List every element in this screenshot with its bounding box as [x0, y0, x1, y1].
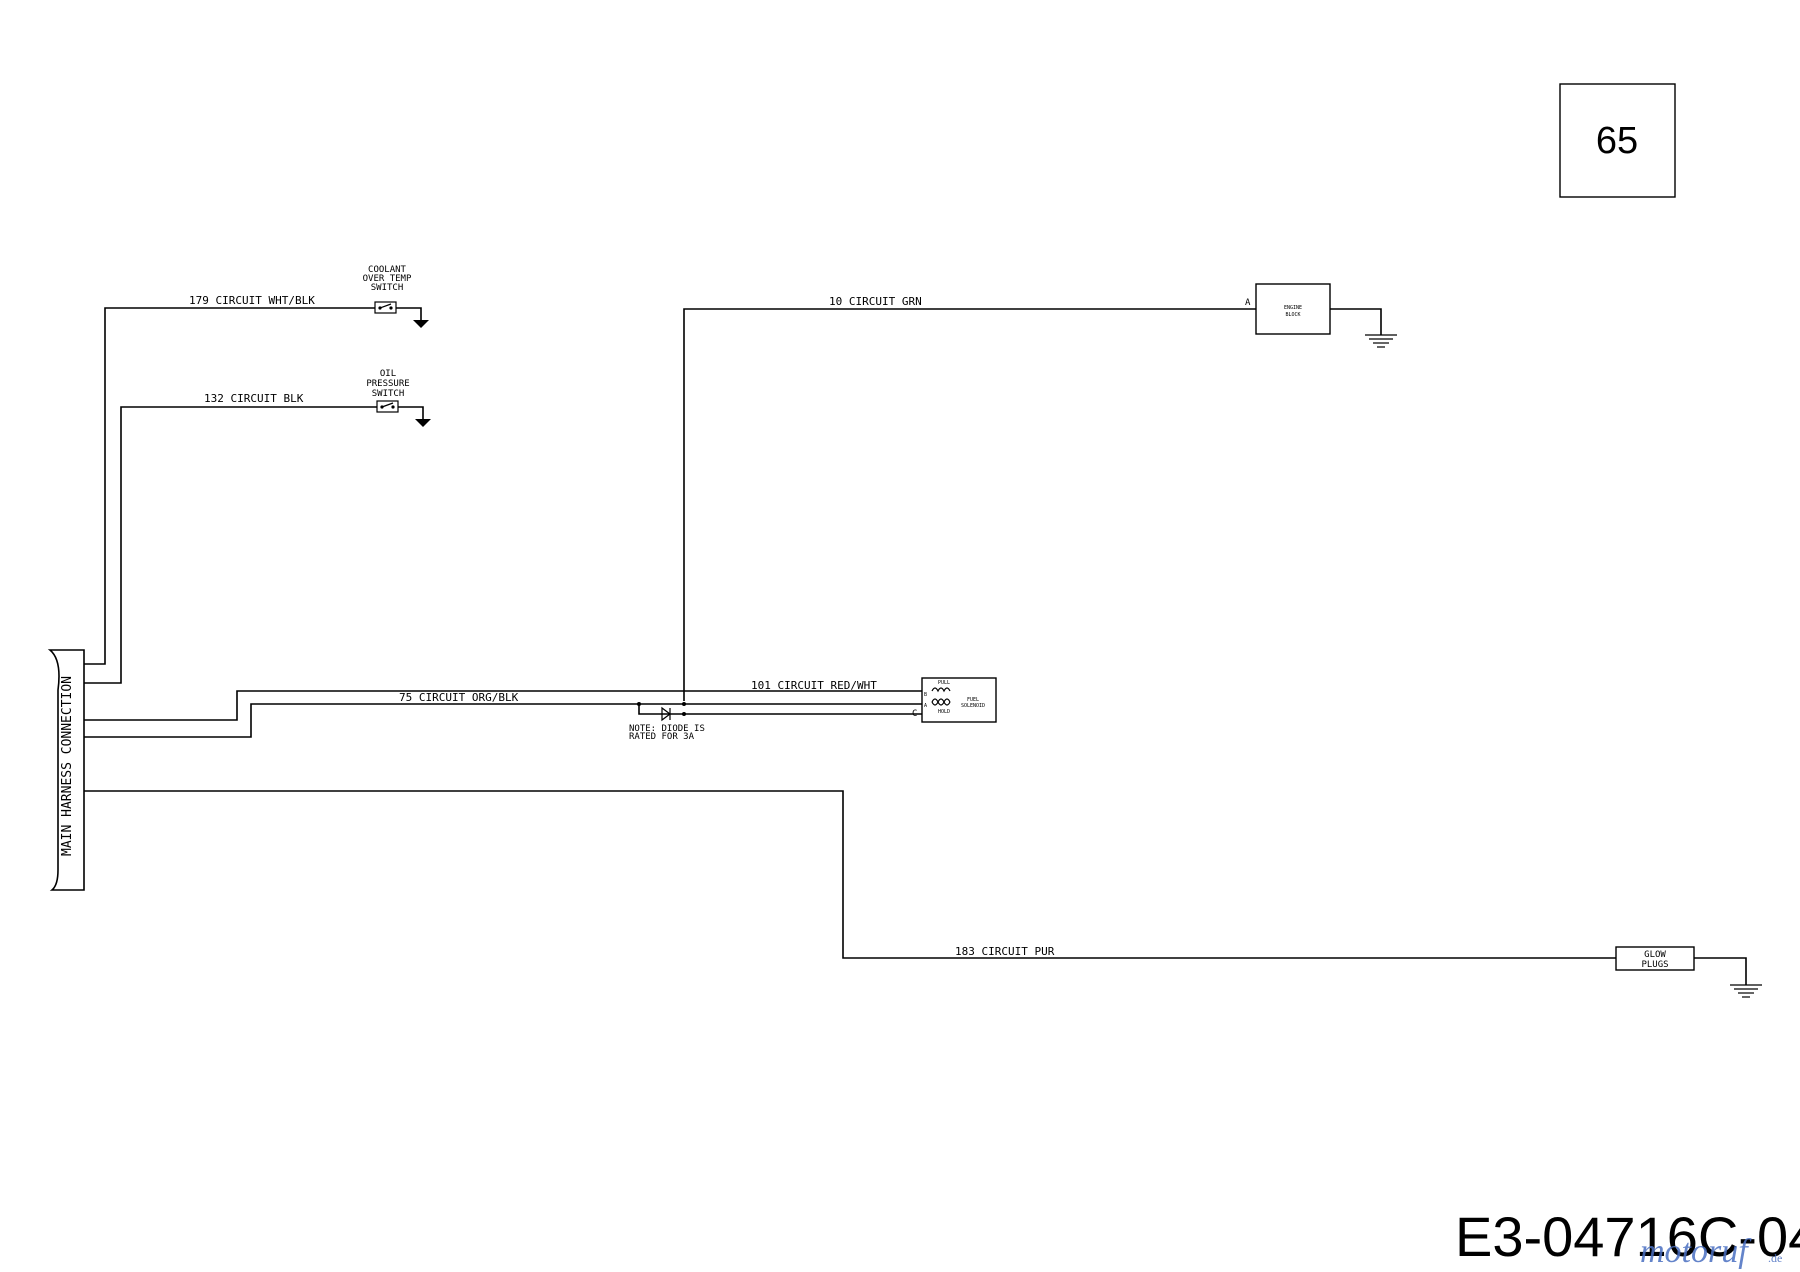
- circuit-10: 10 CIRCUIT GRN: [683, 295, 1256, 701]
- diode-note-line-1: NOTE: DIODE IS: [629, 724, 705, 734]
- solenoid-pin-c: C: [912, 709, 917, 719]
- ground-icon: [1365, 334, 1397, 348]
- engine-block-line-1: ENGINE: [1284, 305, 1302, 311]
- watermark-suffix: .de: [1768, 1251, 1782, 1265]
- glow-plugs: GLOW PLUGS: [1615, 946, 1762, 998]
- solenoid-pin-b: B: [924, 692, 927, 698]
- glow-plugs-line-2: PLUGS: [1641, 960, 1668, 970]
- circuit-101: 101 CIRCUIT RED/WHT: [84, 679, 922, 721]
- fuel-solenoid-line-1: FUEL: [967, 697, 979, 703]
- coolant-line-2: OVER TEMP: [363, 274, 412, 284]
- document-id: E3-04716C-04: [1455, 1205, 1800, 1268]
- coolant-line-3: SWITCH: [371, 283, 404, 293]
- coil-icon: [931, 687, 951, 706]
- circuit-179-label: 179 CIRCUIT WHT/BLK: [189, 294, 315, 307]
- watermark-logo: motoruf .de: [1640, 1233, 1782, 1270]
- solenoid-pin-a: A: [924, 703, 927, 709]
- coolant-line-1: COOLANT: [368, 265, 407, 275]
- engine-block: ENGINE BLOCK A: [1245, 283, 1397, 348]
- pull-label: PULL: [938, 680, 950, 686]
- engine-pin-label: A: [1245, 298, 1251, 308]
- diode-assembly: NOTE: DIODE IS RATED FOR 3A: [629, 702, 922, 742]
- glow-plugs-line-1: GLOW: [1644, 950, 1666, 960]
- circuit-10-label: 10 CIRCUIT GRN: [829, 295, 922, 308]
- diode-icon: [661, 706, 671, 722]
- circuit-132-label: 132 CIRCUIT BLK: [204, 392, 304, 405]
- oil-line-2: PRESSURE: [366, 379, 409, 389]
- fuel-solenoid-line-2: SOLENOID: [961, 703, 985, 709]
- main-harness-connector: MAIN HARNESS CONNECTION: [47, 649, 85, 891]
- circuit-183-label: 183 CIRCUIT PUR: [955, 945, 1055, 958]
- ground-icon: [1730, 984, 1762, 998]
- engine-block-line-2: BLOCK: [1285, 312, 1300, 318]
- circuit-101-label: 101 CIRCUIT RED/WHT: [751, 679, 877, 692]
- circuit-75-label: 75 CIRCUIT ORG/BLK: [399, 691, 519, 704]
- diode-note-line-2: RATED FOR 3A: [629, 732, 695, 742]
- hold-label: HOLD: [938, 709, 950, 715]
- harness-label: MAIN HARNESS CONNECTION: [60, 676, 75, 856]
- watermark-text: motoruf: [1640, 1233, 1752, 1270]
- circuit-183: 183 CIRCUIT PUR: [84, 790, 1616, 959]
- circuit-179: 179 CIRCUIT WHT/BLK: [84, 294, 375, 665]
- ground-icon: [415, 419, 431, 427]
- page-number-box: 65: [1559, 83, 1676, 198]
- oil-line-3: SWITCH: [372, 389, 405, 399]
- oil-pressure-switch: OIL PRESSURE SWITCH: [366, 369, 431, 427]
- page-number: 65: [1596, 120, 1638, 162]
- coolant-switch: COOLANT OVER TEMP SWITCH: [363, 265, 429, 328]
- circuit-132: 132 CIRCUIT BLK: [84, 392, 377, 684]
- fuel-solenoid: PULL HOLD B A C FUEL SOLENOID: [912, 677, 997, 723]
- circuit-75: 75 CIRCUIT ORG/BLK: [84, 691, 922, 738]
- oil-line-1: OIL: [380, 369, 396, 379]
- ground-icon: [413, 320, 429, 328]
